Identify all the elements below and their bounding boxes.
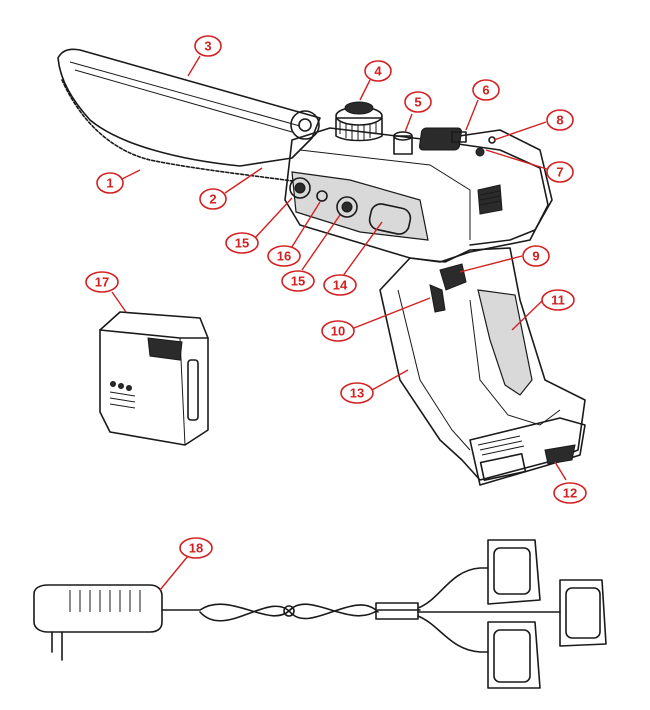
- callout-label: 1: [106, 176, 113, 191]
- callout-16: 16: [267, 245, 301, 267]
- callout-label: 18: [189, 541, 203, 556]
- leader-lines: [111, 55, 567, 591]
- callout-8: 8: [546, 109, 574, 131]
- callout-label: 8: [556, 113, 563, 128]
- connector-right: [559, 579, 607, 647]
- callout-label: 13: [350, 386, 364, 401]
- chainsaw-illustration: [57, 48, 586, 486]
- callout-label: 12: [563, 486, 577, 501]
- callout-18: 18: [179, 537, 213, 559]
- battery-illustration: [99, 311, 209, 446]
- callout-label: 17: [95, 275, 109, 290]
- callout-2: 2: [199, 188, 227, 210]
- callout-17: 17: [85, 271, 119, 293]
- bar-pivot: [290, 110, 320, 140]
- callout-7: 7: [546, 161, 574, 183]
- callout-12: 12: [553, 482, 587, 504]
- screw: [336, 196, 358, 218]
- callout-label: 15: [291, 274, 305, 289]
- callout-15: 15: [281, 270, 315, 292]
- charger-illustration: [33, 539, 607, 689]
- battery-slot: [469, 417, 586, 486]
- callouts: 1 2 3 4 5 6 7 8 9 10 11 12 13 14 15 15 1…: [85, 35, 587, 559]
- callout-10: 10: [321, 320, 355, 342]
- callout-label: 14: [333, 278, 348, 293]
- trigger: [429, 284, 446, 313]
- callout-1: 1: [96, 172, 124, 194]
- callout-label: 9: [532, 249, 539, 264]
- callout-label: 6: [482, 83, 489, 98]
- plug-pins: [51, 631, 63, 661]
- callout-label: 4: [374, 64, 382, 79]
- callout-label: 16: [277, 249, 291, 264]
- callout-label: 7: [556, 165, 563, 180]
- callout-label: 5: [414, 95, 421, 110]
- rear-housing: [431, 129, 553, 246]
- label-plate: [368, 203, 412, 235]
- connector-bottom: [487, 621, 541, 689]
- callout-3: 3: [194, 35, 222, 57]
- callout-label: 10: [331, 324, 345, 339]
- charger-cable: [161, 603, 421, 617]
- callout-label: 2: [209, 192, 216, 207]
- charger-body: [33, 584, 163, 633]
- saw-chain: [61, 79, 301, 183]
- oil-hole: [316, 190, 328, 202]
- lock-off-button: [439, 263, 467, 291]
- callout-5: 5: [404, 91, 432, 113]
- handle: [379, 247, 586, 481]
- callout-6: 6: [472, 79, 500, 101]
- grip: [477, 289, 533, 396]
- battery-body: [99, 311, 209, 446]
- callout-label: 3: [204, 39, 211, 54]
- battery-indicator: [418, 127, 462, 151]
- callout-4: 4: [364, 60, 392, 82]
- callout-label: 11: [551, 293, 565, 308]
- callout-9: 9: [522, 245, 550, 267]
- guide-bar: [57, 48, 321, 167]
- oil-cap: [393, 135, 413, 155]
- callout-label: 15: [235, 236, 249, 251]
- callout-11: 11: [541, 289, 575, 311]
- indicator-button: [475, 147, 485, 157]
- tension-knob: [335, 117, 383, 142]
- screw: [289, 177, 311, 199]
- connector-top: [487, 539, 541, 605]
- callout-14: 14: [323, 274, 357, 296]
- callout-15: 15: [225, 232, 259, 254]
- callout-13: 13: [340, 382, 374, 404]
